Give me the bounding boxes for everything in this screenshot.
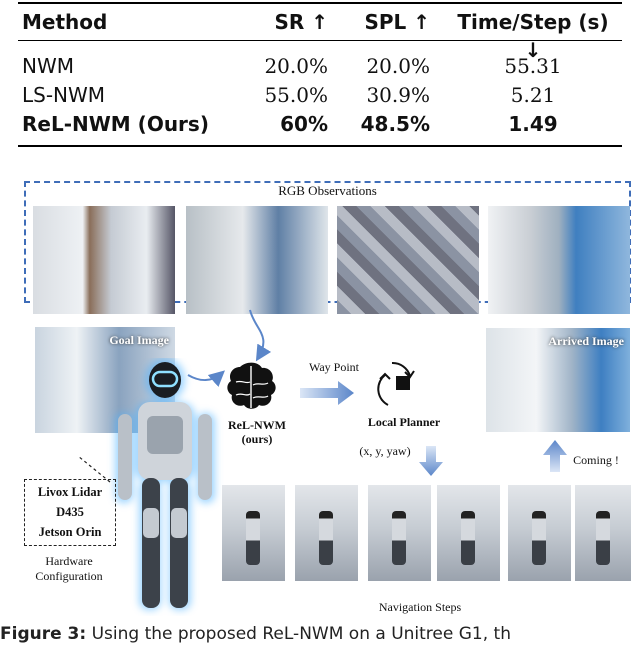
table-row-best: ReL-NWM (Ours) 60% 48.5% 1.49 [18,110,622,138]
figure-caption: Figure 3: Using the proposed ReL-NWM on … [0,624,640,648]
rgb-observation-image [33,206,175,314]
humanoid-robot-image [115,358,215,610]
rgb-observation-image [488,206,630,314]
hardware-config-caption-line: Configuration [35,569,103,583]
coming-label: Coming ! [573,453,619,467]
steps-to-arrived-arrow [543,440,567,472]
hardware-config-caption: Hardware Configuration [24,554,114,584]
table-header-rule [18,40,622,41]
table-header-row: Method SR ↑ SPL ↑ Time/Step (s) ↓ [18,8,622,62]
rgb-observation-image [186,206,328,314]
navigation-step-image [508,485,571,581]
header-spl: SPL ↑ [364,10,430,34]
rgb-observations-title: RGB Observations [278,183,377,198]
goal-image-label: Goal Image [109,333,169,347]
arrived-image: Arrived Image [486,328,630,432]
table-top-rule [18,2,622,4]
hardware-config-caption-line: Hardware [45,554,93,568]
header-method: Method [22,10,108,34]
cell-sr: 55.0% [264,83,328,107]
cell-spl: 48.5% [360,112,430,136]
cell-method: NWM [22,54,74,78]
figure-connectors [77,309,567,483]
cell-sr: 20.0% [264,54,328,78]
hardware-config-box: Livox Lidar D435 Jetson Orin [24,479,116,546]
table-row: NWM 20.0% 20.0% 55.31 [18,52,622,80]
cell-method: LS-NWM [22,83,106,107]
figure-caption-text: Using the proposed ReL-NWM on a Unitree … [86,624,511,644]
cell-time: 55.31 [504,54,562,78]
arrived-image-label: Arrived Image [548,334,624,348]
cell-spl: 20.0% [366,54,430,78]
cell-sr: 60% [280,112,328,136]
model-label: ReL-NWM (ours) [222,418,292,446]
waypoint-arrow [300,381,354,405]
navigation-step-image [437,485,500,581]
model-name: ReL-NWM [228,418,286,432]
header-time: Time/Step (s) ↓ [457,10,609,62]
system-figure: RGB Observations Goal Image Arrived Imag… [0,170,640,620]
local-planner-label: Local Planner [367,415,441,429]
cell-spl: 30.9% [366,83,430,107]
robot-to-model-arrow [187,370,225,387]
hardware-item: D435 [56,505,84,519]
cell-method: ReL-NWM (Ours) [22,112,209,136]
waypoint-label: Way Point [308,360,360,374]
rgb-observation-image [337,206,479,314]
observation-to-model-arrow [249,309,272,362]
table-row: LS-NWM 55.0% 30.9% 5.21 [18,81,622,109]
planner-to-steps-arrow [419,446,443,476]
model-ours: (ours) [241,432,273,446]
navigation-step-image [368,485,431,581]
navigation-step-image [575,485,631,581]
header-sr: SR ↑ [274,10,328,34]
table-bottom-rule [18,145,622,147]
pose-label: (x, y, yaw) [359,444,411,458]
planner-target-square [396,376,410,390]
figure-caption-prefix: Figure 3: [0,624,87,644]
brain-icon [227,362,276,409]
cell-time: 5.21 [510,83,556,107]
cell-time: 1.49 [508,112,558,136]
hardware-item: Livox Lidar [37,485,103,499]
navigation-steps-label: Navigation Steps [378,600,462,614]
navigation-step-image [295,485,358,581]
hardware-callout-line [77,455,111,483]
navigation-step-image [222,485,285,581]
hardware-item: Jetson Orin [38,525,102,539]
